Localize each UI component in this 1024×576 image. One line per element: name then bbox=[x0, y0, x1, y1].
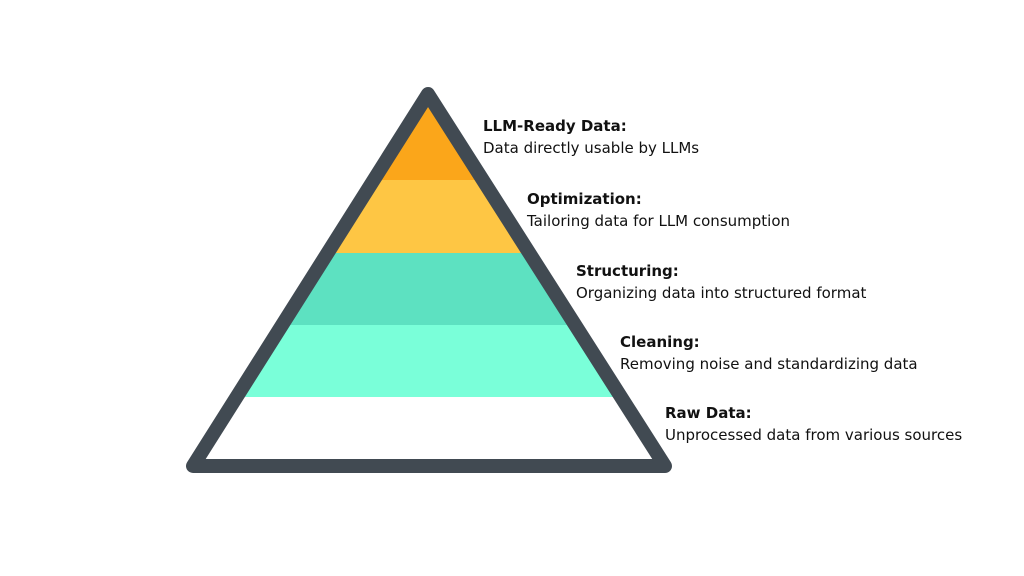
layer-label-raw-data: Raw Data: Unprocessed data from various … bbox=[665, 402, 962, 446]
layer-title: LLM-Ready Data: bbox=[483, 117, 627, 135]
layer-description: Unprocessed data from various sources bbox=[665, 426, 963, 444]
layer-description: Data directly usable by LLMs bbox=[483, 139, 700, 157]
layer-description: Tailoring data for LLM consumption bbox=[527, 212, 791, 230]
layer-title: Structuring: bbox=[576, 262, 679, 280]
layer-description: Organizing data into structured format bbox=[576, 284, 867, 302]
layer-title: Optimization: bbox=[527, 190, 642, 208]
layer-description: Removing noise and standardizing data bbox=[620, 355, 918, 373]
layer-label-structuring: Structuring: Organizing data into struct… bbox=[576, 260, 866, 304]
pyramid-outline bbox=[186, 87, 672, 473]
layer-title: Raw Data: bbox=[665, 404, 752, 422]
layer-label-cleaning: Cleaning: Removing noise and standardizi… bbox=[620, 331, 918, 375]
layer-band-raw-data bbox=[193, 397, 665, 466]
layer-label-optimization: Optimization: Tailoring data for LLM con… bbox=[527, 188, 790, 232]
layer-label-llm-ready-data: LLM-Ready Data: Data directly usable by … bbox=[483, 115, 699, 159]
layer-title: Cleaning: bbox=[620, 333, 700, 351]
